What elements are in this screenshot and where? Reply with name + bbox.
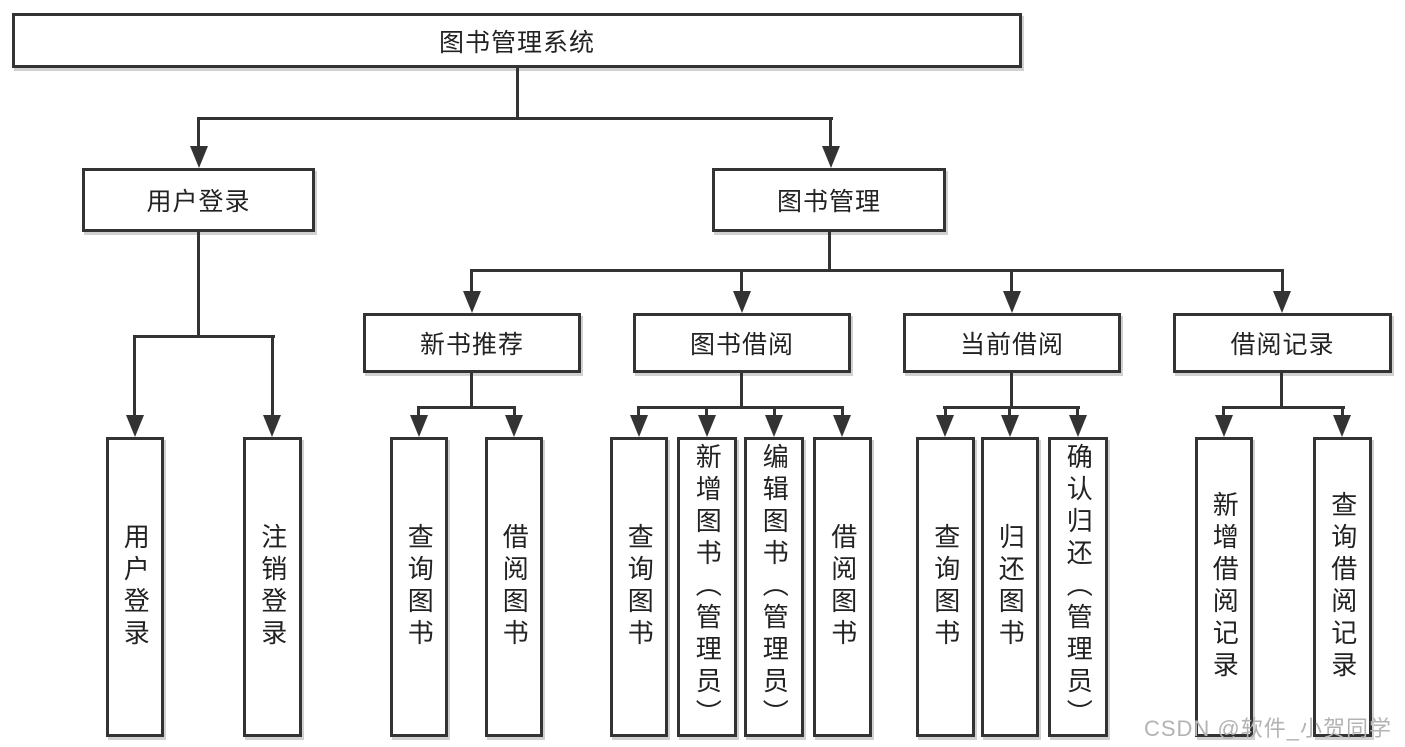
connector-vline: [1281, 269, 1284, 295]
node-label: 归还图书: [995, 523, 1026, 651]
arrow-down-icon: [936, 415, 954, 437]
connector-vline: [271, 335, 274, 420]
node-book-borrow: 图书借阅: [633, 313, 851, 373]
connector-vline: [637, 406, 640, 418]
leaf-user-login: 用户登录: [106, 437, 164, 737]
arrow-down-icon: [698, 415, 716, 437]
node-label: 新书推荐: [419, 331, 524, 359]
arrow-down-icon: [765, 415, 783, 437]
connector-vline: [197, 117, 200, 151]
arrow-down-icon: [463, 291, 481, 313]
node-label: 编辑图书（管理员）: [759, 443, 790, 731]
connector-vline: [1222, 406, 1225, 418]
node-label: 查询图书: [930, 523, 961, 651]
connector-vline: [417, 406, 420, 418]
node-label: 借阅图书: [499, 523, 530, 651]
arrow-down-icon: [630, 415, 648, 437]
connector-vline: [773, 406, 776, 418]
leaf-add-borrow-record: 新增借阅记录: [1195, 437, 1253, 737]
leaf-recommend-borrow-books: 借阅图书: [485, 437, 543, 737]
node-label: 注销登录: [257, 523, 288, 651]
connector-vline: [841, 406, 844, 418]
connector-vline: [1341, 406, 1344, 418]
connector-vline: [513, 406, 516, 418]
node-library-management-system: 图书管理系统: [12, 13, 1022, 68]
arrow-down-icon: [263, 415, 281, 437]
arrow-down-icon: [1215, 415, 1233, 437]
leaf-return-books: 归还图书: [981, 437, 1039, 737]
arrow-down-icon: [1003, 291, 1021, 313]
leaf-logout: 注销登录: [243, 437, 302, 737]
leaf-borrow-query-books: 查询图书: [610, 437, 668, 737]
arrow-down-icon: [1069, 415, 1087, 437]
node-label: 借阅记录: [1230, 331, 1335, 359]
node-book-management: 图书管理: [712, 168, 946, 232]
node-current-borrow: 当前借阅: [903, 313, 1121, 373]
node-label: 查询图书: [404, 523, 435, 651]
leaf-query-borrow-record: 查询借阅记录: [1313, 437, 1372, 737]
arrow-down-icon: [1001, 415, 1019, 437]
connector-hline: [133, 335, 275, 338]
connector-hline: [637, 406, 844, 409]
node-label: 图书借阅: [689, 331, 794, 359]
connector-vline: [705, 406, 708, 418]
arrow-down-icon: [733, 291, 751, 313]
node-label: 查询借阅记录: [1327, 491, 1358, 683]
node-label: 查询图书: [624, 523, 655, 651]
connector-vline: [1280, 373, 1283, 409]
connector-vline: [470, 373, 473, 409]
connector-vline: [740, 373, 743, 409]
leaf-borrow-books: 借阅图书: [813, 437, 872, 737]
node-label: 确认归还（管理员）: [1063, 443, 1094, 731]
connector-vline: [133, 335, 136, 420]
connector-vline: [740, 269, 743, 295]
leaf-current-query-books: 查询图书: [916, 437, 975, 737]
arrow-down-icon: [410, 415, 428, 437]
connector-vline: [1010, 269, 1013, 295]
connector-vline: [1010, 373, 1013, 409]
connector-vline: [470, 269, 473, 295]
node-user-login: 用户登录: [82, 168, 315, 232]
node-label: 当前借阅: [959, 331, 1064, 359]
node-new-book-recommend: 新书推荐: [363, 313, 581, 373]
connector-vline: [197, 232, 200, 338]
connector-vline: [828, 232, 831, 272]
node-label: 图书管理: [776, 188, 881, 216]
node-label: 借阅图书: [827, 523, 858, 651]
arrow-down-icon: [190, 146, 208, 168]
arrow-down-icon: [505, 415, 523, 437]
connector-hline: [1222, 406, 1345, 409]
connector-vline: [1008, 406, 1011, 418]
node-label: 用户登录: [120, 523, 151, 651]
node-label: 新增图书（管理员）: [692, 443, 723, 731]
connector-vline: [1076, 406, 1079, 418]
leaf-add-books-admin: 新增图书（管理员）: [677, 437, 737, 737]
csdn-watermark: CSDN @软件_小贺同学: [1143, 716, 1392, 741]
node-borrow-record: 借阅记录: [1173, 313, 1392, 373]
arrow-down-icon: [1273, 291, 1291, 313]
connector-hline: [470, 269, 1284, 272]
node-label: 新增借阅记录: [1209, 491, 1240, 683]
connector-hline: [197, 117, 833, 120]
arrow-down-icon: [1333, 415, 1351, 437]
arrow-down-icon: [126, 415, 144, 437]
leaf-recommend-query-books: 查询图书: [390, 437, 448, 737]
arrow-down-icon: [822, 146, 840, 168]
connector-vline: [829, 117, 832, 151]
leaf-confirm-return-admin: 确认归还（管理员）: [1048, 437, 1108, 737]
connector-hline: [417, 406, 516, 409]
node-label: 图书管理系统: [438, 28, 595, 57]
node-label: 用户登录: [146, 188, 251, 216]
arrow-down-icon: [833, 415, 851, 437]
connector-vline: [516, 68, 519, 120]
connector-vline: [944, 406, 947, 418]
leaf-edit-books-admin: 编辑图书（管理员）: [744, 437, 804, 737]
connector-hline: [943, 406, 1080, 409]
